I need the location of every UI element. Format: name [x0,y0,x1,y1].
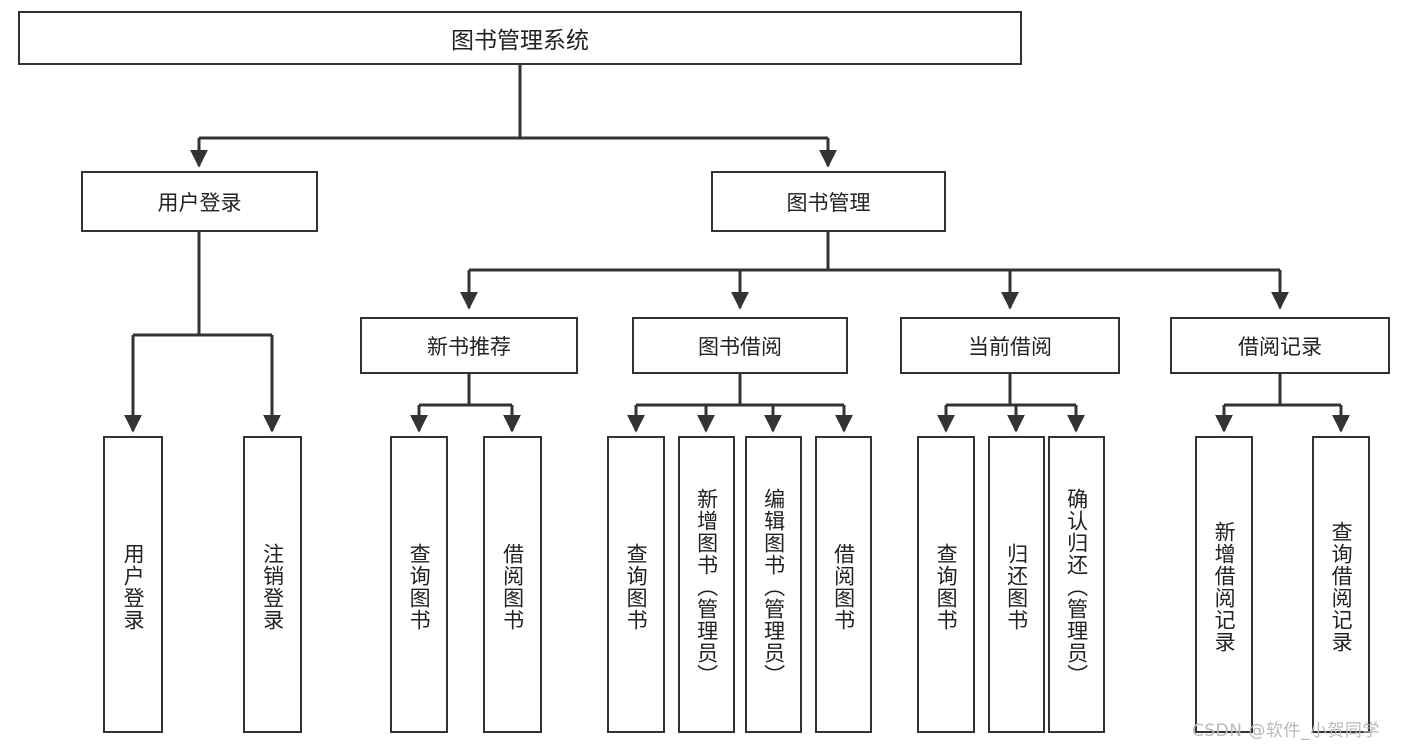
node-level2-2[interactable]: 图书管理 [711,171,946,232]
node-leaf-1[interactable]: 用户登录 [103,436,163,733]
node-leaf-5[interactable]: 查询图书 [607,436,665,733]
node-leaf-11[interactable]: 确认归还（管理员） [1048,436,1105,733]
node-level3-2[interactable]: 图书借阅 [632,317,848,374]
node-leaf-label: 新增图书（管理员） [694,487,719,686]
node-level2-label: 图书管理 [786,190,871,215]
node-leaf-12[interactable]: 新增借阅记录 [1195,436,1253,733]
node-leaf-label: 借阅图书 [831,542,856,631]
node-level3-3[interactable]: 当前借阅 [900,317,1120,374]
node-leaf-label: 归还图书 [1004,542,1029,631]
node-leaf-13[interactable]: 查询借阅记录 [1312,436,1370,733]
node-leaf-label: 借阅图书 [500,542,525,631]
node-leaf-label: 确认归还（管理员） [1064,487,1089,686]
node-leaf-label: 查询图书 [934,542,959,631]
node-leaf-label: 注销登录 [260,542,285,631]
node-level3-1[interactable]: 新书推荐 [360,317,578,374]
node-leaf-label: 查询图书 [407,542,432,631]
watermark: CSDN @软件_小贺同学 [1192,721,1380,741]
node-leaf-3[interactable]: 查询图书 [390,436,448,733]
node-level2-1[interactable]: 用户登录 [81,171,318,232]
node-leaf-8[interactable]: 借阅图书 [815,436,872,733]
node-leaf-6[interactable]: 新增图书（管理员） [678,436,735,733]
node-root-label: 图书管理系统 [451,28,589,54]
node-leaf-9[interactable]: 查询图书 [917,436,975,733]
node-level3-label: 当前借阅 [968,334,1052,359]
node-level3-4[interactable]: 借阅记录 [1170,317,1390,374]
node-leaf-4[interactable]: 借阅图书 [483,436,542,733]
node-leaf-label: 查询借阅记录 [1329,520,1354,653]
node-leaf-label: 查询图书 [624,542,649,631]
node-leaf-7[interactable]: 编辑图书（管理员） [745,436,802,733]
node-level3-label: 新书推荐 [427,334,511,359]
node-leaf-label: 用户登录 [121,542,146,631]
node-level2-label: 用户登录 [157,190,242,215]
node-level3-label: 图书借阅 [698,334,782,359]
node-leaf-label: 新增借阅记录 [1212,520,1237,653]
node-level3-label: 借阅记录 [1238,334,1322,359]
node-leaf-2[interactable]: 注销登录 [243,436,302,733]
node-root[interactable]: 图书管理系统 [18,11,1022,65]
node-leaf-label: 编辑图书（管理员） [761,487,786,686]
node-leaf-10[interactable]: 归还图书 [988,436,1045,733]
